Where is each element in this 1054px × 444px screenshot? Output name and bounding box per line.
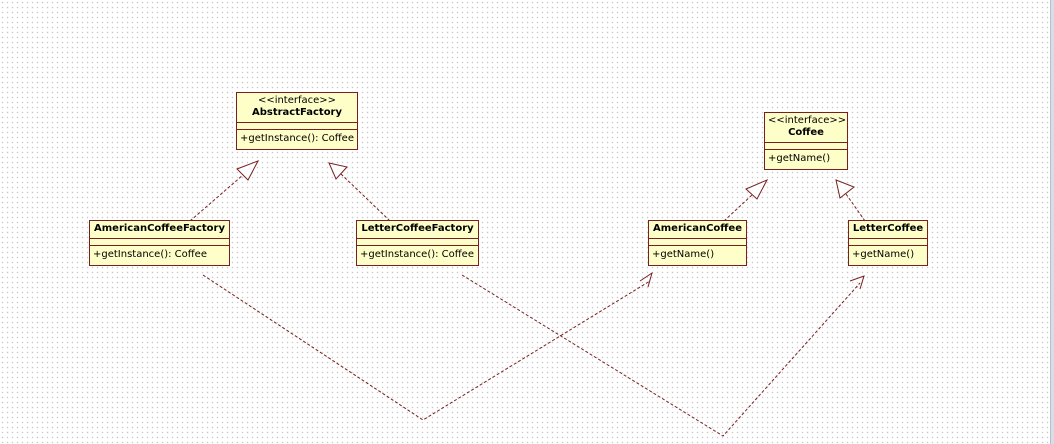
operation-label: +getInstance(): Coffee (240, 133, 354, 144)
scrollbar-edge[interactable] (1050, 0, 1054, 444)
stereotype-label: <<interface>> (768, 115, 847, 126)
dependency-arrowhead-icon (849, 275, 865, 290)
dependency-letter-factory-to-letter-coffee[interactable] (461, 274, 861, 437)
dependency-american-factory-to-american-coffee[interactable] (202, 274, 651, 421)
class-letter-coffee-factory[interactable]: LetterCoffeeFactory +getInstance(): Coff… (356, 220, 479, 266)
attributes-compartment (849, 239, 927, 246)
realization-american-coffee-factory[interactable] (189, 174, 244, 222)
attributes-compartment (649, 239, 746, 246)
class-name: LetterCoffeeFactory (361, 223, 474, 234)
class-american-coffee[interactable]: AmericanCoffee +getName() (648, 220, 747, 266)
class-name: AbstractFactory (251, 107, 343, 118)
class-name: LetterCoffee (852, 223, 924, 234)
operation-label: +getName() (652, 249, 715, 260)
dependency-arrowhead-icon (639, 271, 653, 288)
attributes-compartment (765, 143, 847, 150)
realization-arrowhead-icon (236, 160, 260, 181)
attributes-compartment (237, 123, 357, 130)
operation-label: +getInstance(): Coffee (360, 249, 474, 260)
attributes-compartment (90, 239, 229, 246)
operation-label: +getInstance(): Coffee (93, 249, 207, 260)
class-name: Coffee (788, 127, 824, 138)
class-name: AmericanCoffee (653, 223, 742, 234)
operation-label: +getName() (768, 153, 831, 164)
realization-arrowhead-icon (328, 162, 348, 180)
realization-letter-coffee-factory[interactable] (340, 173, 391, 222)
class-letter-coffee[interactable]: LetterCoffee +getName() (848, 220, 928, 266)
realization-arrowhead-icon (745, 178, 769, 200)
realization-letter-coffee[interactable] (845, 193, 866, 222)
class-american-coffee-factory[interactable]: AmericanCoffeeFactory +getInstance(): Co… (89, 220, 230, 266)
class-abstract-factory[interactable]: <<interface>> AbstractFactory +getInstan… (236, 92, 358, 150)
class-name: AmericanCoffeeFactory (94, 223, 225, 234)
operation-label: +getName() (852, 249, 915, 260)
realization-american-coffee[interactable] (723, 194, 753, 222)
attributes-compartment (357, 239, 478, 246)
realization-arrowhead-icon (835, 179, 855, 199)
stereotype-label: <<interface>> (257, 95, 337, 106)
class-coffee[interactable]: <<interface>> Coffee +getName() (764, 112, 848, 170)
